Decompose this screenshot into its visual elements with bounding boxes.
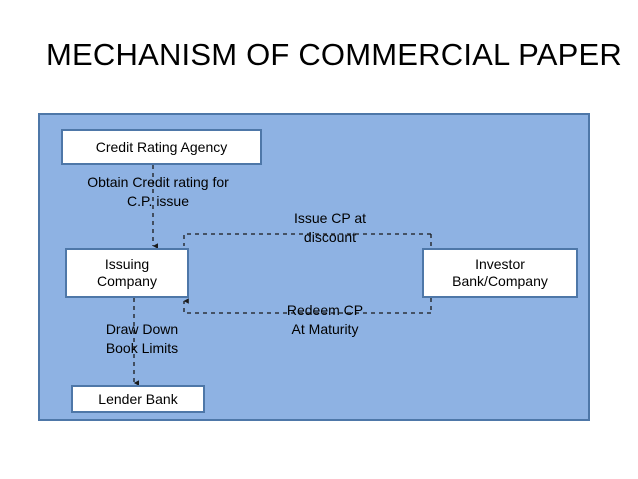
connector-issuing-company-to-lender-bank: [40, 115, 592, 423]
node-credit-rating-agency[interactable]: Credit Rating Agency: [61, 129, 262, 165]
page-title: MECHANISM OF COMMERCIAL PAPER: [46, 37, 622, 72]
connector-credit-rating-to-issuing-company: [40, 115, 592, 423]
connector-commercial-paper-loop: [40, 115, 592, 423]
node-investor-bank-company[interactable]: Investor Bank/Company: [422, 248, 578, 298]
edge-label-obtain-credit-rating: Obtain Credit rating for C.P. issue: [87, 174, 229, 209]
diagram-panel: Credit Rating Agency Issuing Company Inv…: [38, 113, 590, 421]
edge-label-draw-down: Draw Down Book Limits: [105, 321, 179, 356]
node-issuing-company[interactable]: Issuing Company: [65, 248, 189, 298]
edge-label-issue-cp: Issue CP at discount: [293, 210, 367, 245]
edge-label-redeem-cp: Redeem CP At Maturity: [286, 302, 364, 337]
node-lender-bank[interactable]: Lender Bank: [71, 385, 205, 413]
